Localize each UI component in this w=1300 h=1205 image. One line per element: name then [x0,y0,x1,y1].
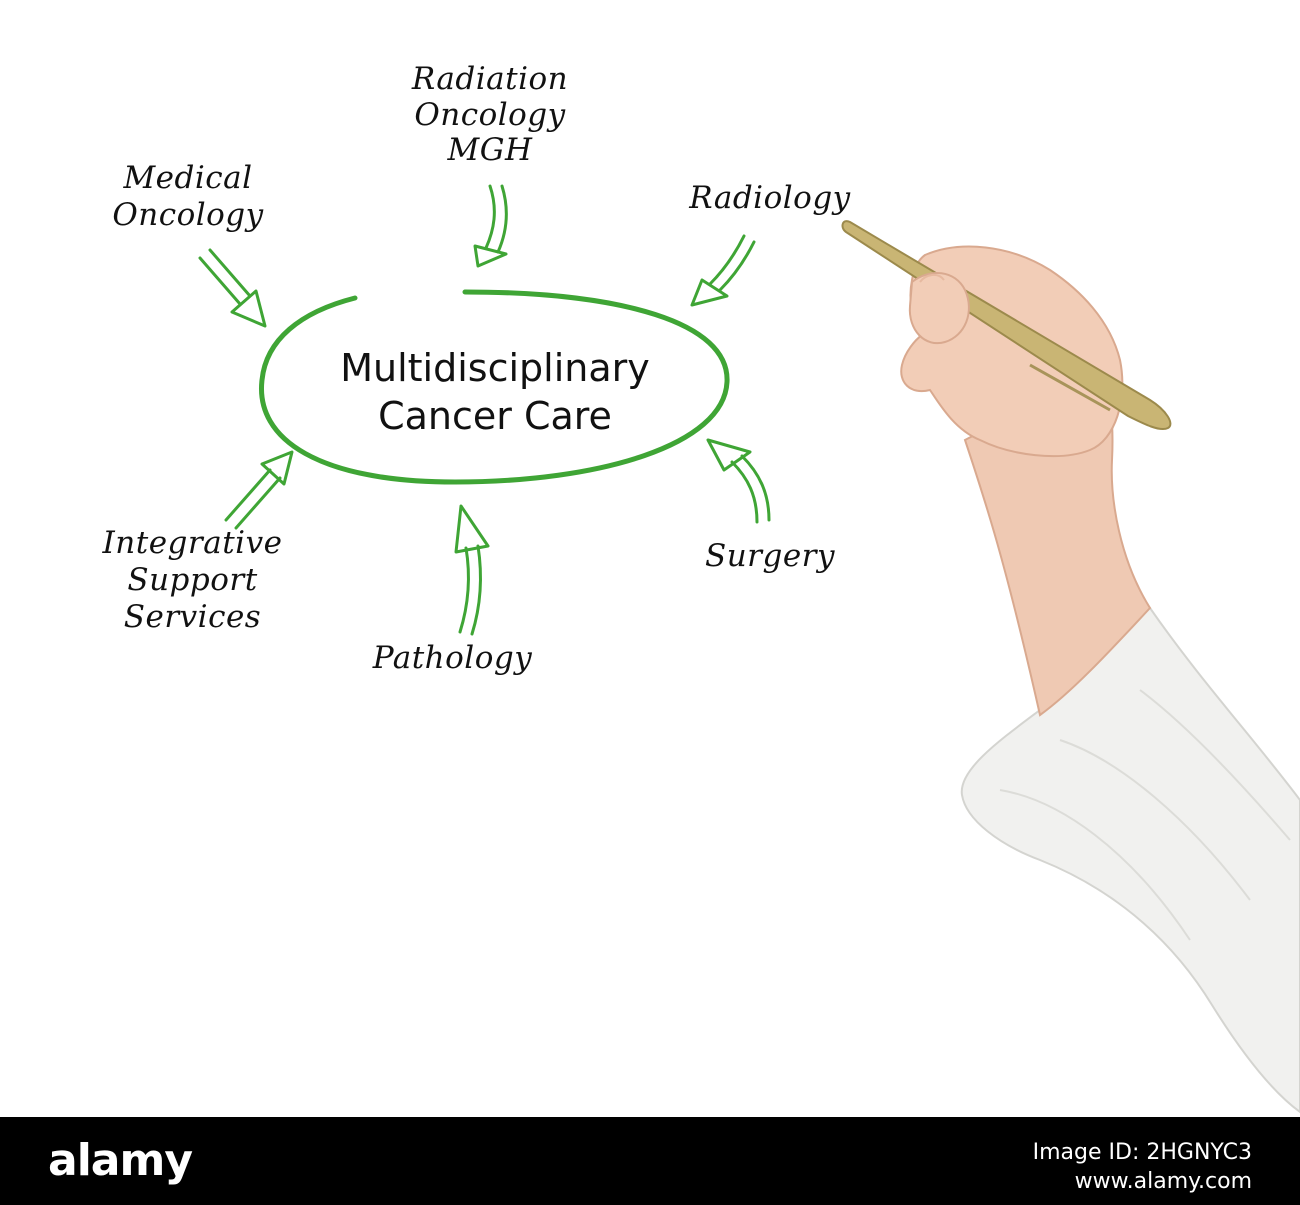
arrow-medical-oncology [198,248,267,328]
node-pathology: Pathology [345,640,560,677]
image-id-line-1: Image ID: 2HGNYC3 [1032,1140,1252,1165]
node-surgery: Surgery [685,538,855,575]
sleeve [960,606,1300,1114]
pen [841,220,1172,430]
node-line: Pathology [372,640,533,676]
forearm [963,368,1152,717]
arrow-integrative-support [224,450,294,530]
node-line: Oncology [112,197,264,234]
node-line: Support [127,562,258,599]
image-id-line-2: www.alamy.com [1074,1168,1252,1194]
arrow-pathology [454,504,490,636]
center-label-line-2: Cancer Care [378,393,612,438]
node-line: Radiology [689,180,851,216]
image-id: Image ID: 2HGNYC3 www.alamy.com [1033,1139,1252,1196]
node-radiation-oncology: Radiation Oncology MGH [375,61,605,169]
center-label: Multidisciplinary Cancer Care [265,345,725,440]
center-label-line-1: Multidisciplinary [340,346,650,390]
node-line: Integrative [102,525,283,561]
node-line: Surgery [704,538,836,574]
node-medical-oncology: Medical Oncology [88,160,288,234]
node-line: Radiation [411,61,569,97]
arrow-radiology [690,234,756,307]
arrow-surgery [706,438,771,524]
node-line: Oncology [414,96,566,133]
brand-logo: alamy [48,1135,193,1186]
node-radiology: Radiology [660,180,880,217]
node-line: MGH [447,132,533,169]
node-integrative-support: Integrative Support Services [70,525,315,637]
arrow-radiation-oncology [473,184,508,268]
hand-with-pen-illustration [841,220,1300,1114]
center-ellipse [259,289,730,485]
node-line: Services [123,599,262,636]
node-line: Medical [123,160,253,196]
footer-bar: alamy Image ID: 2HGNYC3 www.alamy.com [0,1117,1300,1205]
